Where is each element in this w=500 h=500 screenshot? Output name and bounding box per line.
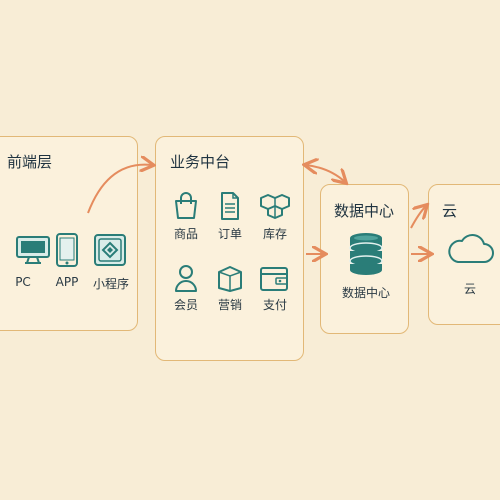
business-platform-title: 业务中台 <box>170 153 231 171</box>
business-item-label: 会员 <box>173 298 199 312</box>
business-platform-box: 业务中台 <box>155 136 304 361</box>
business-item-label: 订单 <box>217 227 243 241</box>
data-center-box: 数据中心 数据中心 <box>320 184 409 334</box>
shopping-bag-icon <box>173 192 199 220</box>
business-item-label: 库存 <box>262 227 288 241</box>
arrow-datacenter-to-cloud-top <box>410 206 426 229</box>
frontend-item-label: PC <box>15 275 31 289</box>
boxes-icon <box>260 193 290 219</box>
business-item-label: 营销 <box>217 298 243 312</box>
cloud-label: 云 <box>463 282 477 296</box>
document-icon <box>220 192 240 220</box>
frontend-item-label: APP <box>55 275 79 289</box>
frontend-layer-title: 前端层 <box>7 153 53 171</box>
cloud-box: 云 云 <box>428 184 500 325</box>
user-icon <box>174 264 198 292</box>
business-item-label: 商品 <box>173 227 199 241</box>
data-center-label: 数据中心 <box>341 286 391 300</box>
cloud-icon <box>446 232 494 264</box>
frontend-item-label: 小程序 <box>92 277 130 291</box>
frontend-layer-box: 前端层 PC APP 小程序 <box>0 136 138 331</box>
gift-box-icon <box>217 264 243 292</box>
monitor-icon <box>16 236 50 266</box>
database-icon <box>348 232 384 276</box>
business-item-label: 支付 <box>262 298 288 312</box>
arrow-business-to-datacenter-bidirectional <box>306 165 345 182</box>
phone-icon <box>56 233 78 267</box>
data-center-title: 数据中心 <box>334 202 395 220</box>
wallet-icon <box>260 267 288 291</box>
mini-program-icon <box>94 234 126 266</box>
cloud-title: 云 <box>442 202 458 220</box>
